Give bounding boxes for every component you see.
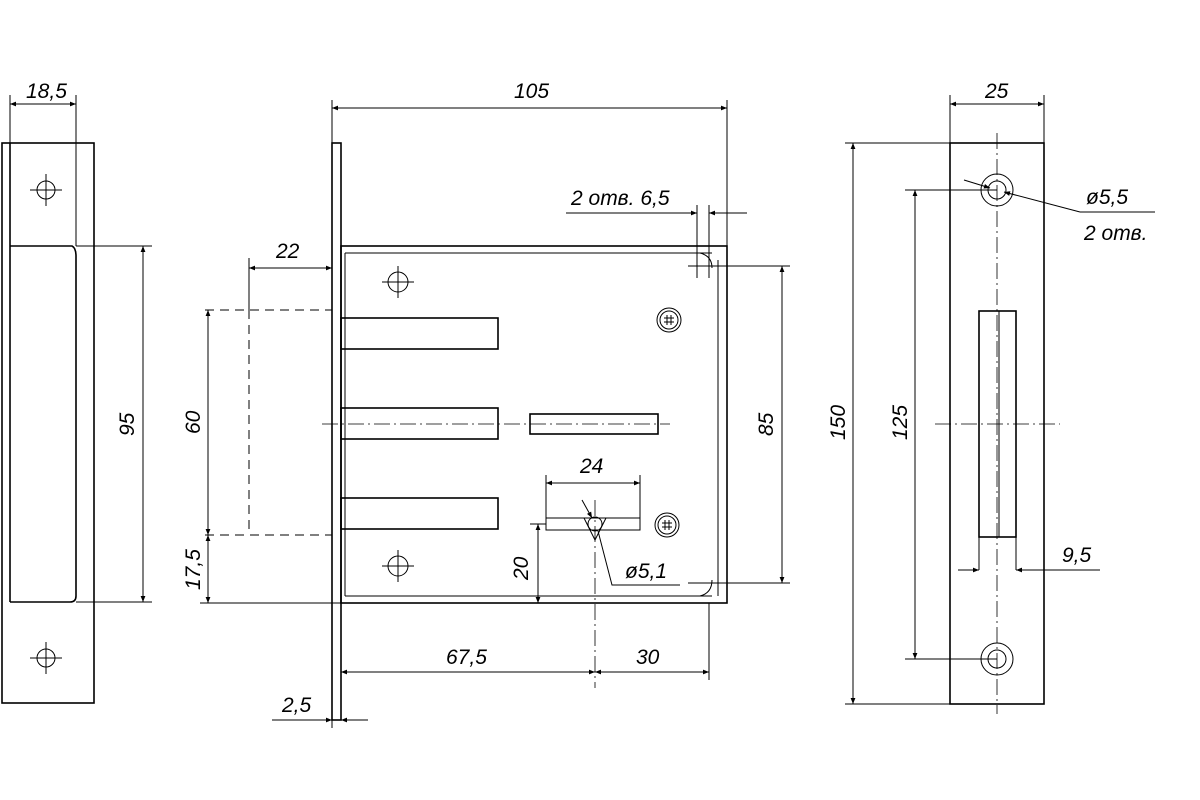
dim-key-to-edge: 30 [636,646,660,669]
dim-left-height: 95 [116,412,139,436]
dim-key-height: 20 [510,556,533,581]
case-bottom-hole [382,550,414,582]
dim-left-width: 18,5 [26,80,67,103]
screw-icon [656,307,682,333]
dim-right-width: 25 [984,80,1009,103]
front-plate [331,142,342,721]
dim-key-width: 24 [579,455,603,478]
dim-bottom-offset: 17,5 [182,549,205,590]
dim-base-to-key: 67,5 [446,646,487,669]
faceplate-top-hole [30,174,62,206]
bolt-bottom [340,497,499,530]
dim-strike-hole-count: 2 отв. [1083,222,1147,245]
dim-plate-thickness: 2,5 [281,694,312,717]
dim-backset: 22 [275,240,300,263]
case-top-hole [382,266,414,298]
dim-bolt-span: 60 [182,410,205,434]
dim-main-width: 105 [514,80,549,103]
lock-case-outline [340,245,728,604]
faceplate-bottom-hole [30,642,62,674]
lock-case-inner [344,252,719,597]
main-lock-view: 105 2 отв. 6,5 22 60 17,5 85 24 20 [182,80,790,728]
left-faceplate-view: 18,5 95 [1,80,152,704]
strike-slot [978,310,1017,538]
dim-strike-height: 150 [827,405,850,440]
screw-icon [654,512,680,538]
dim-strike-hole: ø5,5 [1086,186,1128,209]
dim-holes-spec: 2 отв. 6,5 [570,187,670,210]
dim-key-hole: ø5,1 [625,560,667,583]
bolt-top [340,317,499,350]
faceplate-outline [1,142,95,704]
faceplate-body-profile [9,143,77,603]
dim-strike-hole-span: 125 [889,405,912,440]
dim-case-height: 85 [755,412,778,436]
strike-plate-view: 25 150 125 ø5,5 2 отв. 9,5 [827,80,1155,714]
dim-strike-slot: 9,5 [1062,544,1092,567]
keyhole [545,500,641,688]
bolt-middle [340,407,499,440]
